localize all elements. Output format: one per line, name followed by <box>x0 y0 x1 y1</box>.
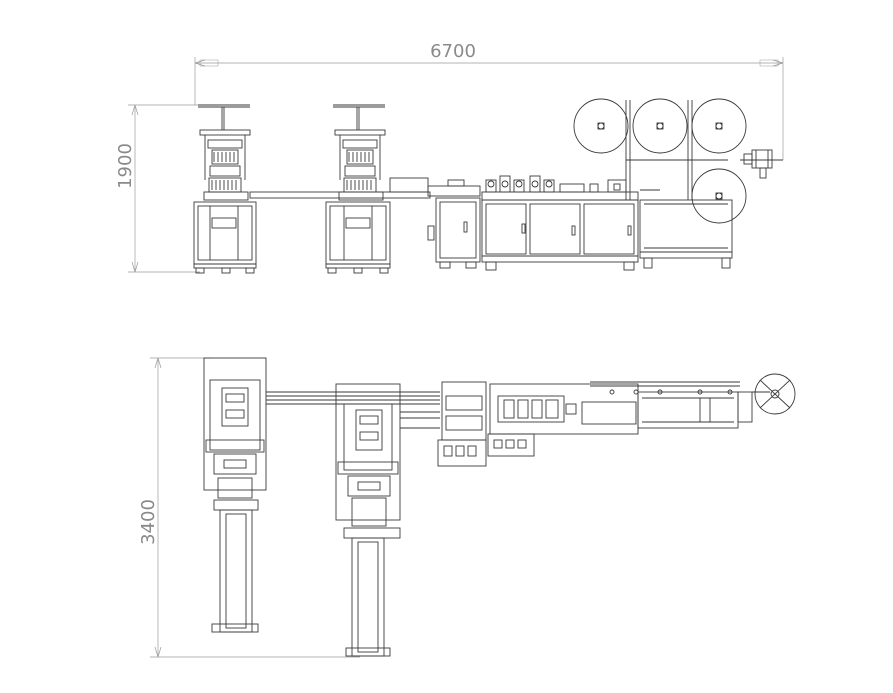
height-dimension-label: 1900 <box>115 143 136 189</box>
front-view <box>193 98 783 274</box>
ear-loop-station-2 <box>325 104 391 274</box>
station-2-plan <box>335 383 401 657</box>
plan-transfer-rails <box>266 391 440 429</box>
length-dimension-label: 6700 <box>430 41 476 62</box>
fabric-roll-3 <box>691 98 747 154</box>
height-dimension <box>128 104 200 273</box>
depth-dimension-label: 3400 <box>138 499 159 545</box>
length-dimension <box>194 57 784 160</box>
plan-center-module <box>437 381 535 467</box>
main-base-frame <box>481 175 639 271</box>
plan-main-base <box>489 381 770 435</box>
fabric-roll-1 <box>573 98 629 154</box>
material-unwind-stand <box>625 100 783 269</box>
station-1-plan <box>203 357 267 633</box>
plan-view <box>203 357 796 657</box>
fabric-roll-2 <box>632 98 688 154</box>
plan-fabric-roll <box>754 373 796 415</box>
control-cabinet <box>427 197 481 269</box>
fabric-roll-4 <box>691 168 747 224</box>
ear-loop-station-1 <box>193 104 257 274</box>
transfer-conveyor <box>249 177 481 199</box>
depth-dimension <box>150 357 360 658</box>
